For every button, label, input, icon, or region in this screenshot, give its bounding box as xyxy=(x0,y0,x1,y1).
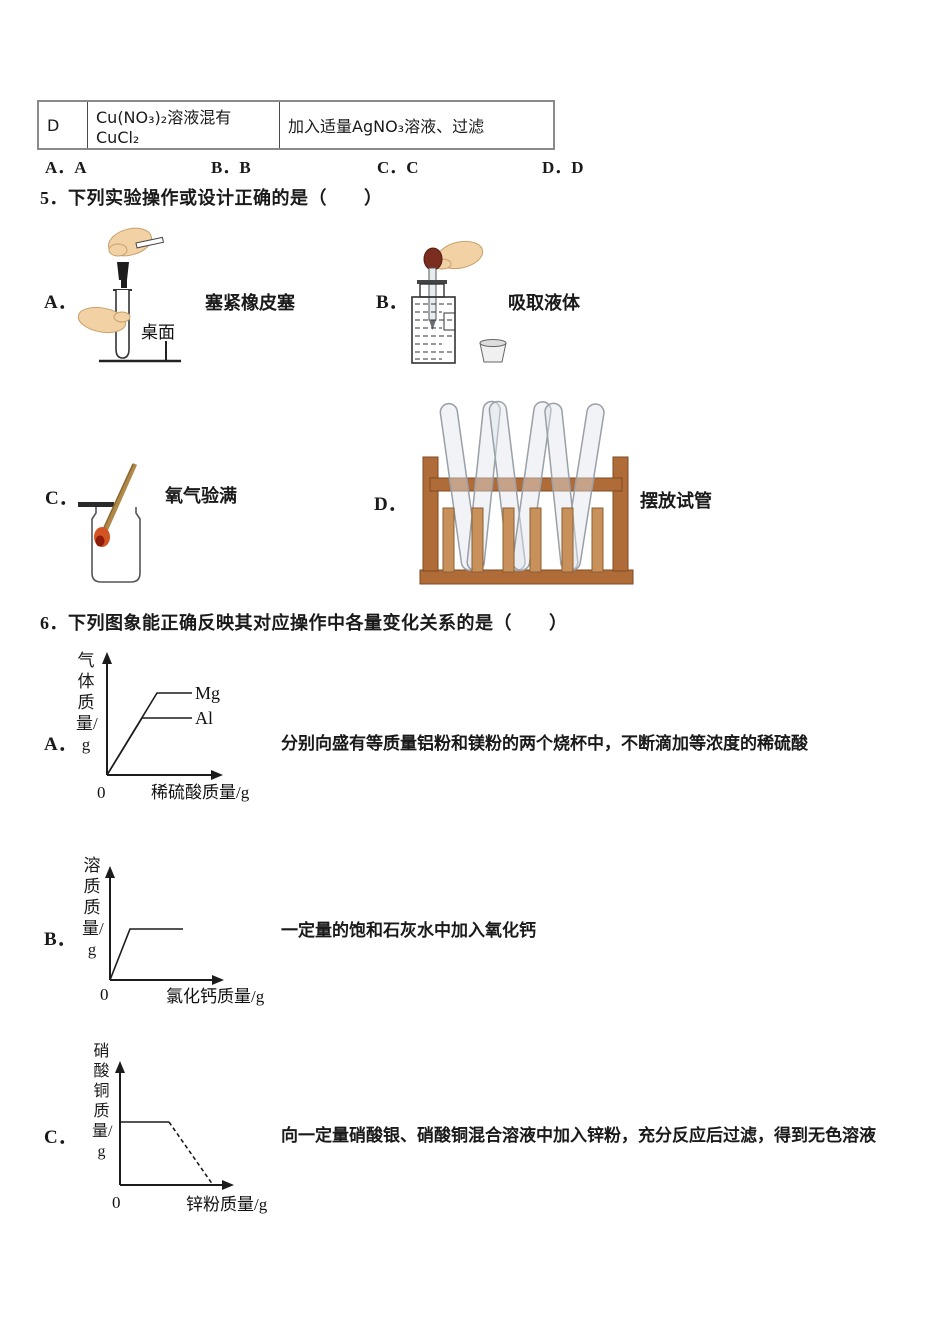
graph-c-ylabel: 硝酸铜质量/g xyxy=(92,1043,113,1160)
copper-nitrate-decline-segment xyxy=(168,1121,214,1186)
q6-option-a-letter: A． xyxy=(44,734,77,755)
al-curve xyxy=(106,717,192,776)
answer-option-b: B．B xyxy=(211,158,251,177)
mg-series-label: Mg xyxy=(195,683,220,703)
dropper-bulb-icon xyxy=(423,247,443,271)
oxygen-test-diagram xyxy=(78,463,141,583)
x-axis-arrow xyxy=(211,770,223,780)
answer-option-d: D．D xyxy=(542,158,584,177)
dropper-tip xyxy=(429,320,436,330)
question-6-title: 6．下列图象能正确反映其对应操作中各量变化关系的是（ ） xyxy=(40,613,568,633)
bottle-mouth xyxy=(417,280,447,284)
y-axis-arrow xyxy=(105,866,115,878)
answer-option-c: C．C xyxy=(377,158,419,177)
graph-b-origin: 0 xyxy=(100,985,109,1004)
table-cell-method: 加入适量AgNO₃溶液、过滤 xyxy=(279,102,553,148)
liquid-dashes xyxy=(415,303,452,360)
q5-option-b-letter: B． xyxy=(376,292,408,313)
x-axis-arrow xyxy=(222,1180,234,1190)
rack-left-post xyxy=(422,456,439,572)
lower-hand-icon xyxy=(77,306,127,334)
q5-caption-a: 塞紧橡皮塞 xyxy=(205,293,295,313)
graph-a: Mg Al 0 稀硫酸质量/g xyxy=(97,652,250,802)
finger-icon xyxy=(108,243,128,257)
y-axis-arrow xyxy=(102,652,112,664)
desk-label: 桌面 xyxy=(141,323,175,342)
dropper-bottle-diagram xyxy=(411,240,507,364)
ember-core xyxy=(95,535,105,547)
graph-b-xlabel: 氯化钙质量/g xyxy=(166,987,265,1006)
test-tube-rack-photo xyxy=(419,400,634,585)
y-axis-arrow xyxy=(115,1061,125,1073)
x-axis-arrow xyxy=(212,975,224,985)
q6-option-b-letter: B． xyxy=(44,929,76,950)
graph-b: 0 氯化钙质量/g xyxy=(100,866,265,1006)
rack-base xyxy=(419,569,634,585)
q6-description-c: 向一定量硝酸银、硝酸铜混合溶液中加入锌粉，充分反应后过滤，得到无色溶液 xyxy=(281,1126,876,1145)
q6-option-c-letter: C． xyxy=(44,1127,77,1148)
graph-c-xlabel: 锌粉质量/g xyxy=(186,1195,268,1214)
solute-curve xyxy=(109,928,183,981)
graph-a-xlabel: 稀硫酸质量/g xyxy=(151,783,250,802)
q5-caption-d: 摆放试管 xyxy=(640,491,712,511)
q6-description-b: 一定量的饱和石灰水中加入氧化钙 xyxy=(281,921,536,940)
wood-splint-icon xyxy=(100,463,138,537)
mg-curve xyxy=(106,692,192,776)
glass-cover-icon xyxy=(78,502,114,507)
purification-table-row-d: D Cu(NO₃)₂溶液混有CuCl₂ 加入适量AgNO₃溶液、过滤 xyxy=(37,100,555,150)
graph-b-ylabel: 溶质质量/g xyxy=(82,856,104,959)
rack-beam xyxy=(429,477,623,492)
q6-description-a: 分别向盛有等质量铝粉和镁粉的两个烧杯中，不断滴加等浓度的稀硫酸 xyxy=(281,734,808,753)
rack-pegs xyxy=(442,507,604,573)
graph-c-origin: 0 xyxy=(112,1193,121,1212)
al-series-label: Al xyxy=(195,708,213,728)
bottle-label-mark xyxy=(443,312,456,331)
q5-option-a-letter: A． xyxy=(44,292,77,313)
graph-a-origin: 0 xyxy=(97,783,106,802)
table-cell-substance: Cu(NO₃)₂溶液混有CuCl₂ xyxy=(87,102,279,148)
thumb-icon xyxy=(113,311,131,323)
answer-option-a: A．A xyxy=(45,158,87,177)
held-rod-icon xyxy=(135,236,165,249)
q5-caption-c: 氧气验满 xyxy=(165,486,237,506)
cap-top xyxy=(479,339,507,347)
q5-option-c-letter: C． xyxy=(45,488,78,509)
q5-caption-b: 吸取液体 xyxy=(508,293,580,313)
graph-a-ylabel: 气体质量/g xyxy=(76,651,98,754)
stopper-stem xyxy=(121,280,127,288)
table-cell-option-letter: D xyxy=(47,115,60,135)
graph-c: 0 锌粉质量/g xyxy=(112,1061,268,1214)
rack-right-post xyxy=(612,456,629,572)
stopper-test-tube-diagram: 桌面 xyxy=(77,227,181,363)
rubber-stopper-icon xyxy=(117,262,129,280)
question-5-title: 5．下列实验操作或设计正确的是（ ） xyxy=(40,188,383,208)
splint-shade xyxy=(100,463,134,535)
q5-option-d-letter: D． xyxy=(374,494,407,515)
